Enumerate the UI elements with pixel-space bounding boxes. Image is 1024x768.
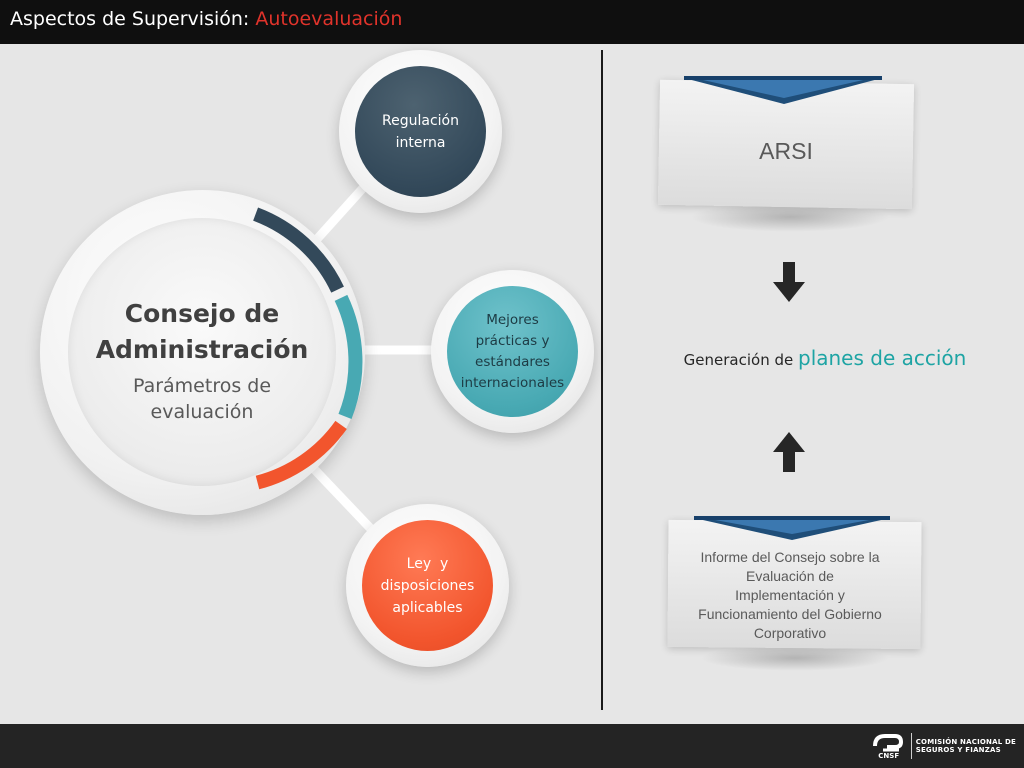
title-prefix: Aspectos de Supervisión: — [10, 8, 256, 30]
node-mejores-line4: internacionales — [460, 374, 565, 391]
cnsf-logo-icon: CNSF — [871, 732, 907, 760]
generation-accent: planes de acción — [798, 346, 967, 370]
node-ley-line3: aplicables — [392, 599, 463, 616]
informe-card-shadow — [700, 645, 890, 671]
generation-text: Generación de planes de acción — [640, 346, 1010, 370]
main-subtitle-line2: evaluación — [150, 401, 254, 423]
informe-line3: Implementación y — [735, 587, 845, 603]
arrow-down-icon — [773, 262, 805, 302]
logo-line2: SEGUROS Y FIANZAS — [915, 746, 1001, 754]
informe-text: Informe del Consejo sobre la Evaluación … — [676, 548, 904, 643]
title-accent: Autoevaluación — [255, 8, 403, 30]
node-ley-line1: Ley y — [406, 555, 449, 572]
node-regulacion-line1: Regulación — [382, 112, 459, 129]
generation-prefix: Generación de — [683, 351, 798, 369]
node-regulacion-line2: interna — [395, 134, 446, 151]
main-circle-inner — [68, 218, 336, 486]
node-ley: Ley y disposiciones aplicables — [362, 520, 493, 651]
main-subtitle: Parámetros de evaluación — [68, 373, 336, 425]
main-title: Consejo de Administración — [68, 296, 336, 368]
vertical-divider — [601, 50, 603, 710]
main-title-line1: Consejo de — [124, 299, 280, 328]
arsi-ribbon-icon — [684, 76, 882, 104]
informe-line5: Corporativo — [753, 625, 827, 641]
logo-text: COMISIÓN NACIONAL DE SEGUROS Y FIANZAS — [916, 738, 1016, 754]
logo-line1: COMISIÓN NACIONAL DE — [915, 738, 1016, 746]
cnsf-logo: CNSF COMISIÓN NACIONAL DE SEGUROS Y FIAN… — [871, 732, 1016, 760]
node-mejores-practicas: Mejores prácticas y estándares internaci… — [447, 286, 578, 417]
logo-separator — [910, 733, 912, 759]
node-mejores-line3: estándares — [475, 353, 550, 370]
informe-line4: Funcionamiento del Gobierno — [698, 606, 882, 622]
page-title: Aspectos de Supervisión: Autoevaluación — [10, 8, 402, 30]
main-subtitle-line1: Parámetros de — [132, 375, 272, 397]
footer-bar: CNSF COMISIÓN NACIONAL DE SEGUROS Y FIAN… — [0, 724, 1024, 768]
node-mejores-line1: Mejores — [486, 311, 539, 328]
logo-abbr: CNSF — [878, 752, 900, 760]
node-regulacion: Regulación interna — [355, 66, 486, 197]
node-ley-line2: disposiciones — [380, 577, 475, 594]
arrow-up-icon — [773, 432, 805, 472]
informe-line1: Informe del Consejo sobre la — [700, 549, 880, 565]
informe-ribbon-icon — [694, 516, 890, 540]
node-mejores-line2: prácticas y — [475, 332, 550, 349]
header-bar: Aspectos de Supervisión: Autoevaluación — [0, 0, 1024, 44]
main-title-line2: Administración — [95, 335, 309, 364]
main-circle-arc — [253, 207, 363, 490]
arsi-label: ARSI — [759, 138, 813, 164]
informe-line2: Evaluación de — [746, 568, 834, 584]
